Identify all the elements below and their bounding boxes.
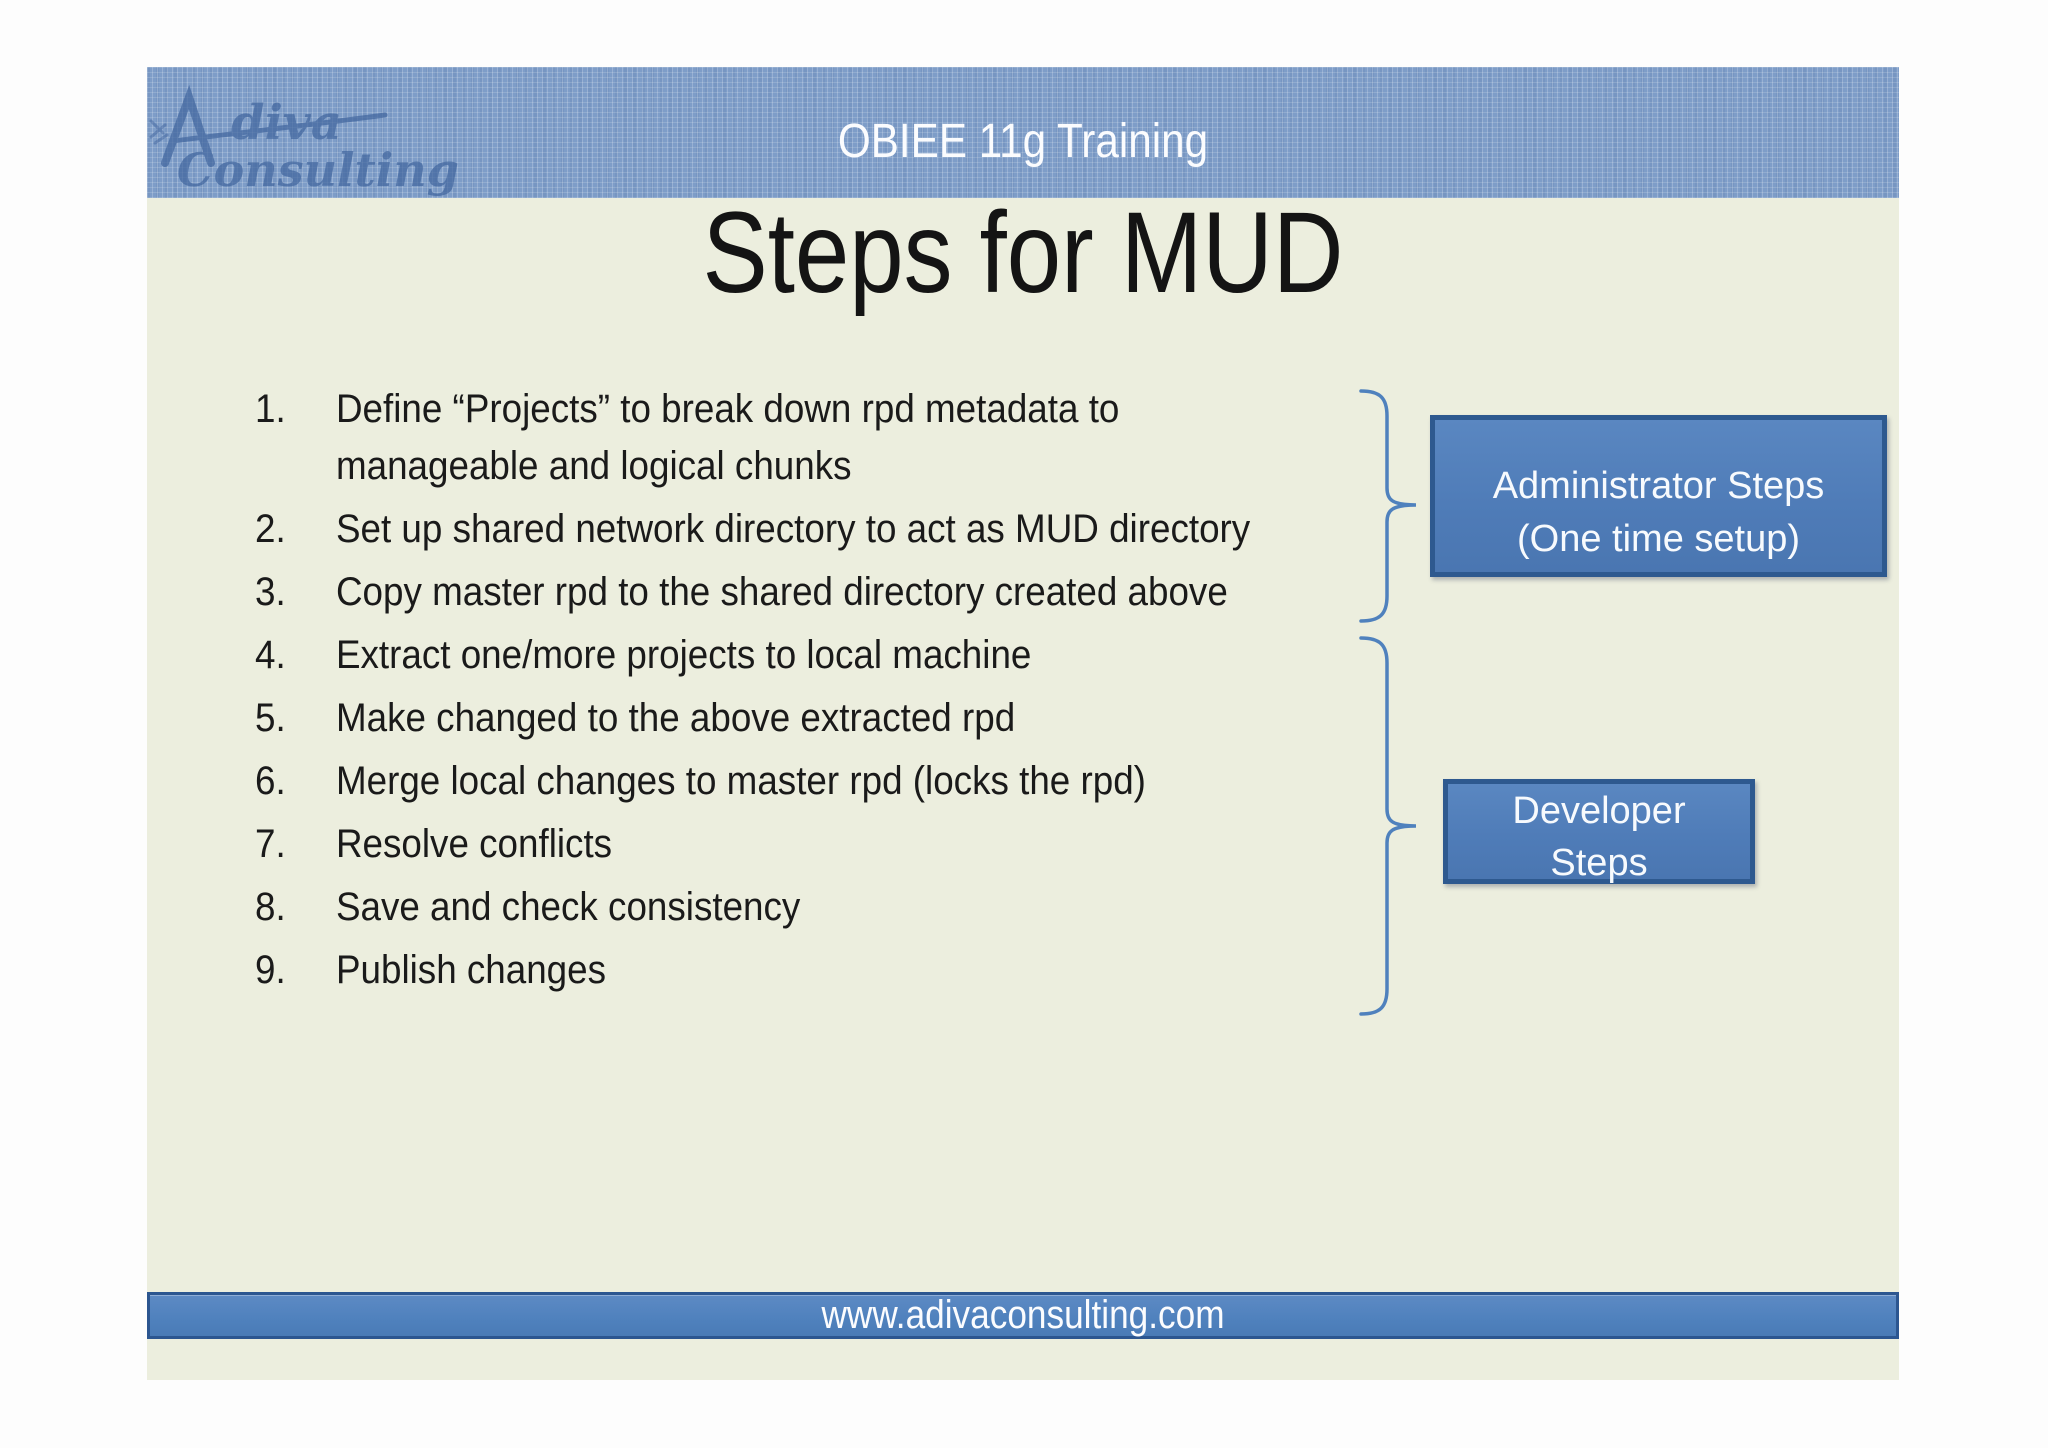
step-text: Merge local changes to master rpd (locks… (335, 759, 1146, 803)
slide: diva Consulting OBIEE 11g Training Steps… (147, 67, 1899, 1380)
admin-steps-label-line2: (One time setup) (1517, 518, 1800, 560)
logo-word-consulting: Consulting (177, 143, 459, 197)
step-text: Publish changes (335, 948, 607, 992)
slide-title: Steps for MUD (702, 189, 1344, 317)
step-text: Set up shared network directory to act a… (335, 507, 1251, 551)
step-item-2: 2. Set up shared network directory to act… (255, 501, 1341, 558)
step-text: Save and check consistency (335, 885, 801, 929)
step-number: 3. (255, 570, 286, 614)
step-number: 7. (255, 822, 286, 866)
step-text: Copy master rpd to the shared directory … (335, 570, 1228, 614)
steps-list: 1. Define “Projects” to break down rpd me… (255, 381, 1341, 1005)
adiva-consulting-logo: diva Consulting (147, 81, 459, 216)
step-number: 6. (255, 759, 286, 803)
step-item-3: 3. Copy master rpd to the shared director… (255, 564, 1341, 621)
step-item-7: 7. Resolve conflicts (255, 816, 1341, 873)
step-number: 1. (255, 387, 286, 431)
step-number: 5. (255, 696, 286, 740)
step-number: 4. (255, 633, 286, 677)
admin-steps-brace-icon (1359, 389, 1417, 623)
step-item-9: 9. Publish changes (255, 942, 1341, 999)
step-item-1: 1. Define “Projects” to break down rpd me… (255, 381, 1341, 495)
step-number: 8. (255, 885, 286, 929)
footer-bar: www.adivaconsulting.com (147, 1292, 1899, 1339)
admin-steps-box: Administrator Steps (One time setup) (1430, 415, 1887, 577)
developer-steps-box: Developer Steps (1443, 779, 1755, 884)
step-number: 9. (255, 948, 286, 992)
step-text: Resolve conflicts (335, 822, 613, 866)
developer-steps-label-line2: Steps (1550, 842, 1648, 884)
step-text: Extract one/more projects to local machi… (335, 633, 1032, 677)
admin-steps-label-line1: Administrator Steps (1492, 465, 1825, 507)
step-number: 2. (255, 507, 286, 551)
footer-url: www.adivaconsulting.com (821, 1293, 1225, 1337)
step-item-4: 4. Extract one/more projects to local mac… (255, 627, 1341, 684)
logo-mark-icon (149, 84, 388, 167)
step-item-5: 5. Make changed to the above extracted rp… (255, 690, 1341, 747)
header-title: OBIEE 11g Training (837, 115, 1209, 168)
step-item-8: 8. Save and check consistency (255, 879, 1341, 936)
step-text: Make changed to the above extracted rpd (335, 696, 1016, 740)
header-band: diva Consulting OBIEE 11g Training (147, 67, 1899, 198)
step-item-6: 6. Merge local changes to master rpd (loc… (255, 753, 1341, 810)
step-text: Define “Projects” to break down rpd meta… (335, 387, 1120, 488)
developer-steps-label-line1: Developer (1512, 790, 1686, 832)
developer-steps-brace-icon (1359, 636, 1417, 1016)
logo-word-diva: diva (231, 95, 342, 151)
